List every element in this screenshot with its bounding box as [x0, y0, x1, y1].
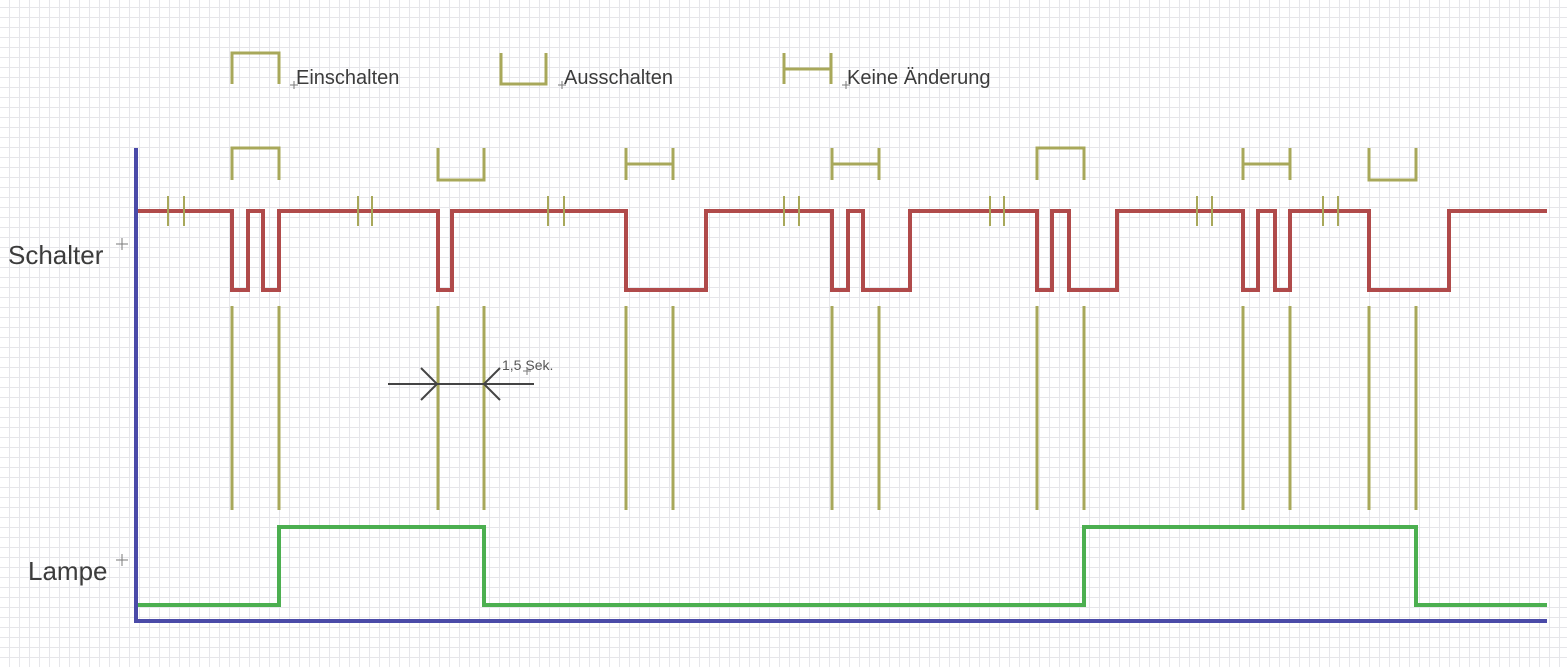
duration-cross — [523, 367, 531, 375]
lamp-signal — [137, 525, 1547, 607]
legend-on-symbol — [230, 51, 281, 84]
switch-label-cross — [116, 238, 128, 250]
legend-on-cross — [290, 81, 298, 89]
legend-off-cross — [558, 81, 566, 89]
lamp-label-cross — [116, 554, 128, 566]
lamp-axis-label: Lampe — [28, 556, 108, 586]
legend-nochange-cross — [842, 81, 850, 89]
switch-ticks — [167, 196, 1339, 226]
axes — [134, 148, 1547, 623]
legend-off-symbol — [499, 53, 548, 86]
legend-off-label: Ausschalten — [564, 67, 673, 89]
marker-on-1 — [230, 146, 281, 180]
legend-nochange-symbol — [782, 53, 833, 84]
marker-on-2 — [1035, 146, 1086, 180]
marker-nochange-1 — [624, 148, 675, 180]
marker-off-2 — [1367, 148, 1418, 182]
switch-signal — [137, 196, 1547, 292]
switch-axis-label: Schalter — [8, 240, 104, 270]
guide-lines — [230, 306, 1418, 510]
duration-label: 1,5 Sek. — [502, 357, 553, 373]
legend: Einschalten Ausschalten Keine Änderung — [230, 51, 990, 89]
legend-on-label: Einschalten — [296, 67, 399, 89]
event-markers — [230, 146, 1418, 182]
marker-nochange-3 — [1241, 148, 1292, 180]
duration-measurement — [388, 367, 534, 401]
legend-nochange-label: Keine Änderung — [847, 67, 990, 89]
marker-off-1 — [436, 148, 486, 182]
marker-nochange-2 — [830, 148, 881, 180]
